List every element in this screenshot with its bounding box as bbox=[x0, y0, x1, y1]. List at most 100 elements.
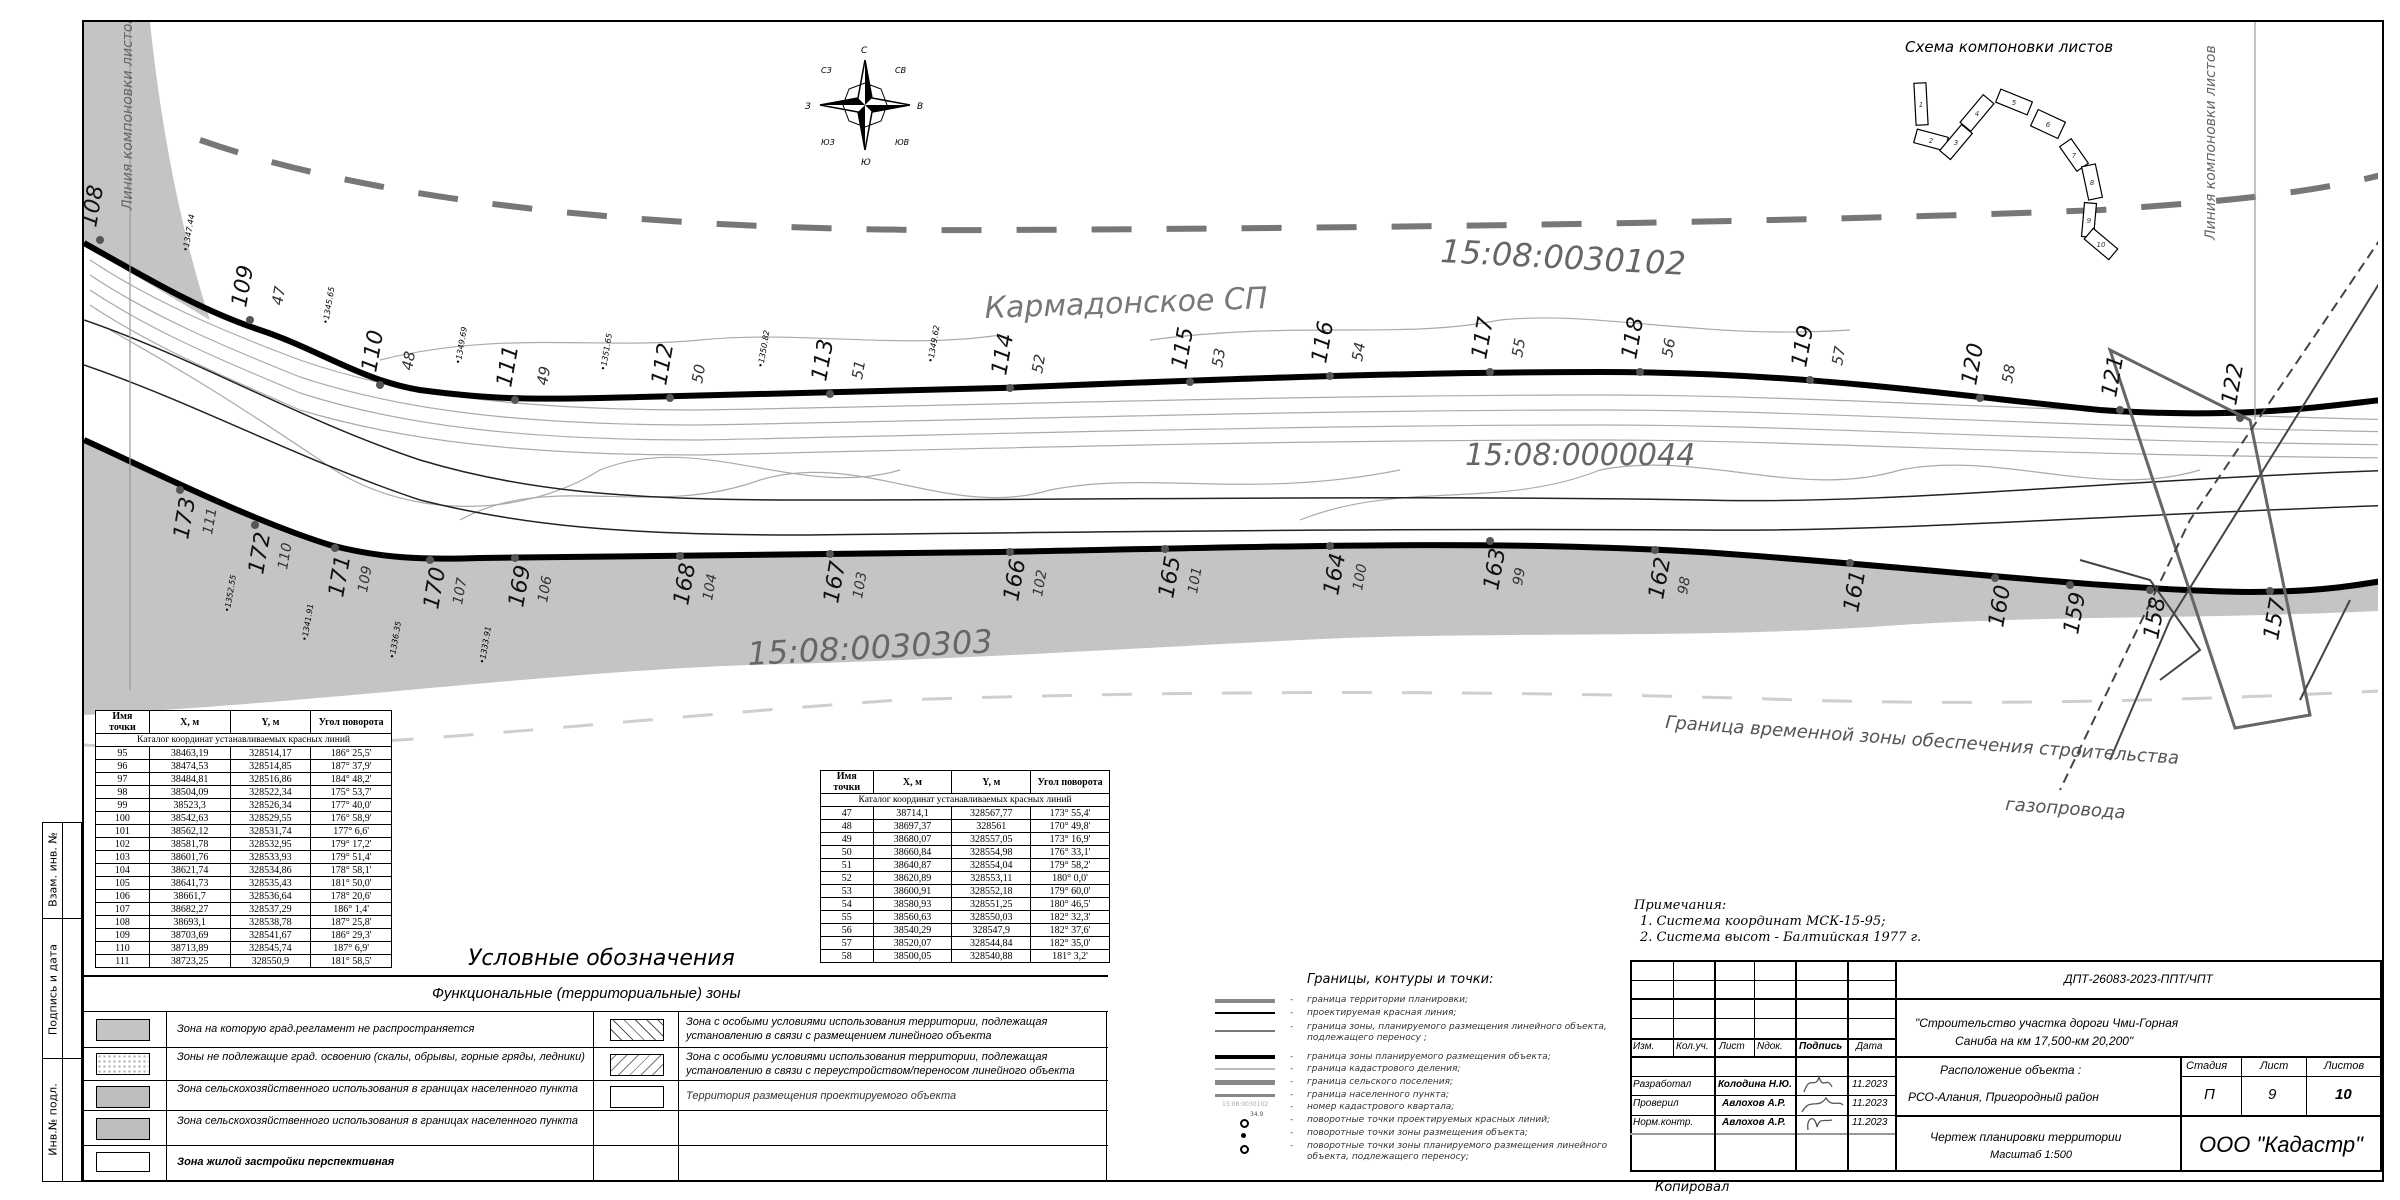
zone-point-label: 100 bbox=[1350, 563, 1370, 592]
table-cell: 38703,69 bbox=[148, 928, 231, 942]
table-cell: 97 bbox=[95, 772, 150, 786]
table-cell: 57 bbox=[820, 936, 874, 950]
table-cell: 328535,43 bbox=[229, 876, 312, 890]
stamp-inventory: Инв.№ подл. bbox=[46, 1083, 60, 1156]
table-cell: 38601,76 bbox=[148, 850, 231, 864]
zone-point-label: 99 bbox=[1510, 566, 1529, 586]
table-cell: 49 bbox=[820, 832, 874, 846]
turning-point-marker bbox=[1846, 559, 1854, 567]
doc-code: ДПТ-26083-2023-ППТ/ЧПТ bbox=[2064, 972, 2213, 986]
sheet-value: 9 bbox=[2268, 1086, 2277, 1103]
lines-legend-item: граница зоны, планируемого размещения ли… bbox=[1307, 1022, 1607, 1043]
sheet-number: 9 bbox=[2087, 217, 2092, 225]
sheet-line-label-left: Линия компоновки листов bbox=[120, 15, 136, 211]
zone-point-label: 48 bbox=[398, 350, 419, 372]
table-cell: 179° 51,4' bbox=[310, 850, 392, 864]
zone-point-label: 55 bbox=[1508, 337, 1529, 359]
elevation-mark: •1349.62 bbox=[926, 325, 941, 364]
col-list: Лист bbox=[1719, 1041, 1745, 1052]
lines-legend-item: граница сельского поселения; bbox=[1307, 1077, 1454, 1087]
table-cell: 99 bbox=[95, 798, 150, 812]
zone-point-label: 50 bbox=[688, 363, 709, 385]
notes: Примечания: 1. Система координат МСК-15-… bbox=[1634, 898, 1921, 946]
lines-legend-item: номер кадастрового квартала; bbox=[1307, 1102, 1455, 1112]
red-line-point-label: 120 bbox=[1957, 341, 1989, 387]
table-cell: 328526,34 bbox=[229, 798, 312, 812]
zone-point-label: 110 bbox=[275, 542, 295, 571]
location-value: РСО-Алания, Пригородный район bbox=[1908, 1090, 2099, 1104]
role-norm-control: Норм.контр. bbox=[1633, 1117, 1694, 1128]
table-cell: 38697,37 bbox=[872, 819, 953, 833]
table-cell: 38540,29 bbox=[872, 923, 953, 937]
red-line-point-label: 122 bbox=[2217, 361, 2249, 407]
table-cell: 38463,19 bbox=[148, 746, 231, 760]
zone-point-label: 54 bbox=[1348, 341, 1369, 363]
table-cell: 328544,84 bbox=[951, 936, 1032, 950]
compass-w: З bbox=[805, 102, 811, 112]
lines-legend-dash: - bbox=[1290, 1141, 1294, 1151]
table-cell: 38600,91 bbox=[872, 884, 953, 898]
table-cell: 179° 58,2' bbox=[1030, 858, 1110, 872]
table-cell: 58 bbox=[820, 949, 874, 963]
legend-item-6: Зона с особыми условиями использования т… bbox=[686, 1016, 1048, 1042]
line-object-zone bbox=[1215, 1055, 1275, 1059]
table-cell: 176° 58,9' bbox=[310, 811, 392, 825]
table-cell: 38581,78 bbox=[148, 837, 231, 851]
zone-point-label: 57 bbox=[1828, 344, 1849, 366]
sheet-number: 5 bbox=[2012, 99, 2017, 107]
table-cell: 328545,74 bbox=[229, 941, 312, 955]
sheet-8 bbox=[2080, 163, 2104, 201]
copied-label: Копировал bbox=[1655, 1180, 1730, 1195]
zone-point-label: 53 bbox=[1208, 347, 1229, 369]
date-developer: 11.2023 bbox=[1852, 1079, 1888, 1090]
note-1: 1. Система координат МСК-15-95; bbox=[1640, 914, 1886, 929]
column-header: Имя точки bbox=[95, 710, 150, 734]
sheet-number: 10 bbox=[2097, 241, 2106, 249]
column-header: Y, м bbox=[951, 770, 1032, 794]
role-checker: Проверил bbox=[1633, 1098, 1679, 1109]
elevation-mark: •1351.65 bbox=[599, 333, 614, 372]
table-cell: 178° 58,1' bbox=[310, 863, 392, 877]
table-cell: 98 bbox=[95, 785, 150, 799]
legend-item-8: Территория размещения проектируемого объ… bbox=[686, 1090, 957, 1102]
table-cell: 328531,74 bbox=[229, 824, 312, 838]
swatch-hatch-backslash bbox=[610, 1019, 664, 1041]
zone-point-label: 101 bbox=[1185, 566, 1205, 595]
legend-section-title: Функциональные (территориальные) зоны bbox=[432, 985, 741, 1002]
compass-sw: ЮЗ bbox=[821, 138, 835, 147]
red-line-upper bbox=[84, 240, 2378, 417]
zone-lower-gray bbox=[84, 440, 2378, 715]
table-cell: 181° 3,2' bbox=[1030, 949, 1110, 963]
sheet-1 bbox=[1913, 82, 1929, 126]
table-cell: 38660,84 bbox=[872, 845, 953, 859]
turning-point-marker bbox=[826, 390, 834, 398]
table-cell: 187° 25,8' bbox=[310, 915, 392, 929]
compass-nw: СЗ bbox=[821, 66, 832, 75]
table-cell: 38641,73 bbox=[148, 876, 231, 890]
lines-legend-dash: - bbox=[1290, 1008, 1294, 1018]
turning-point-marker bbox=[2066, 581, 2074, 589]
axis-line-2 bbox=[84, 364, 2378, 536]
sheet-line-label-right: Линия компоновки листов bbox=[2203, 45, 2219, 241]
sheet-5 bbox=[1994, 88, 2034, 116]
table-cell: 328554,98 bbox=[951, 845, 1032, 859]
table-cell: 102 bbox=[95, 837, 150, 851]
drawing-title: Чертеж планировки территории bbox=[1930, 1130, 2122, 1144]
name-developer: Колодина Н.Ю. bbox=[1718, 1079, 1792, 1090]
table-cell: 38523,3 bbox=[148, 798, 231, 812]
column-header: X, м bbox=[872, 770, 953, 794]
swatch-gray-zone bbox=[96, 1019, 150, 1041]
zone-point-label: 47 bbox=[268, 284, 289, 306]
sheet-number: 8 bbox=[2090, 179, 2095, 187]
table-cell: 38682,27 bbox=[148, 902, 231, 916]
compass-e: В bbox=[917, 102, 923, 112]
